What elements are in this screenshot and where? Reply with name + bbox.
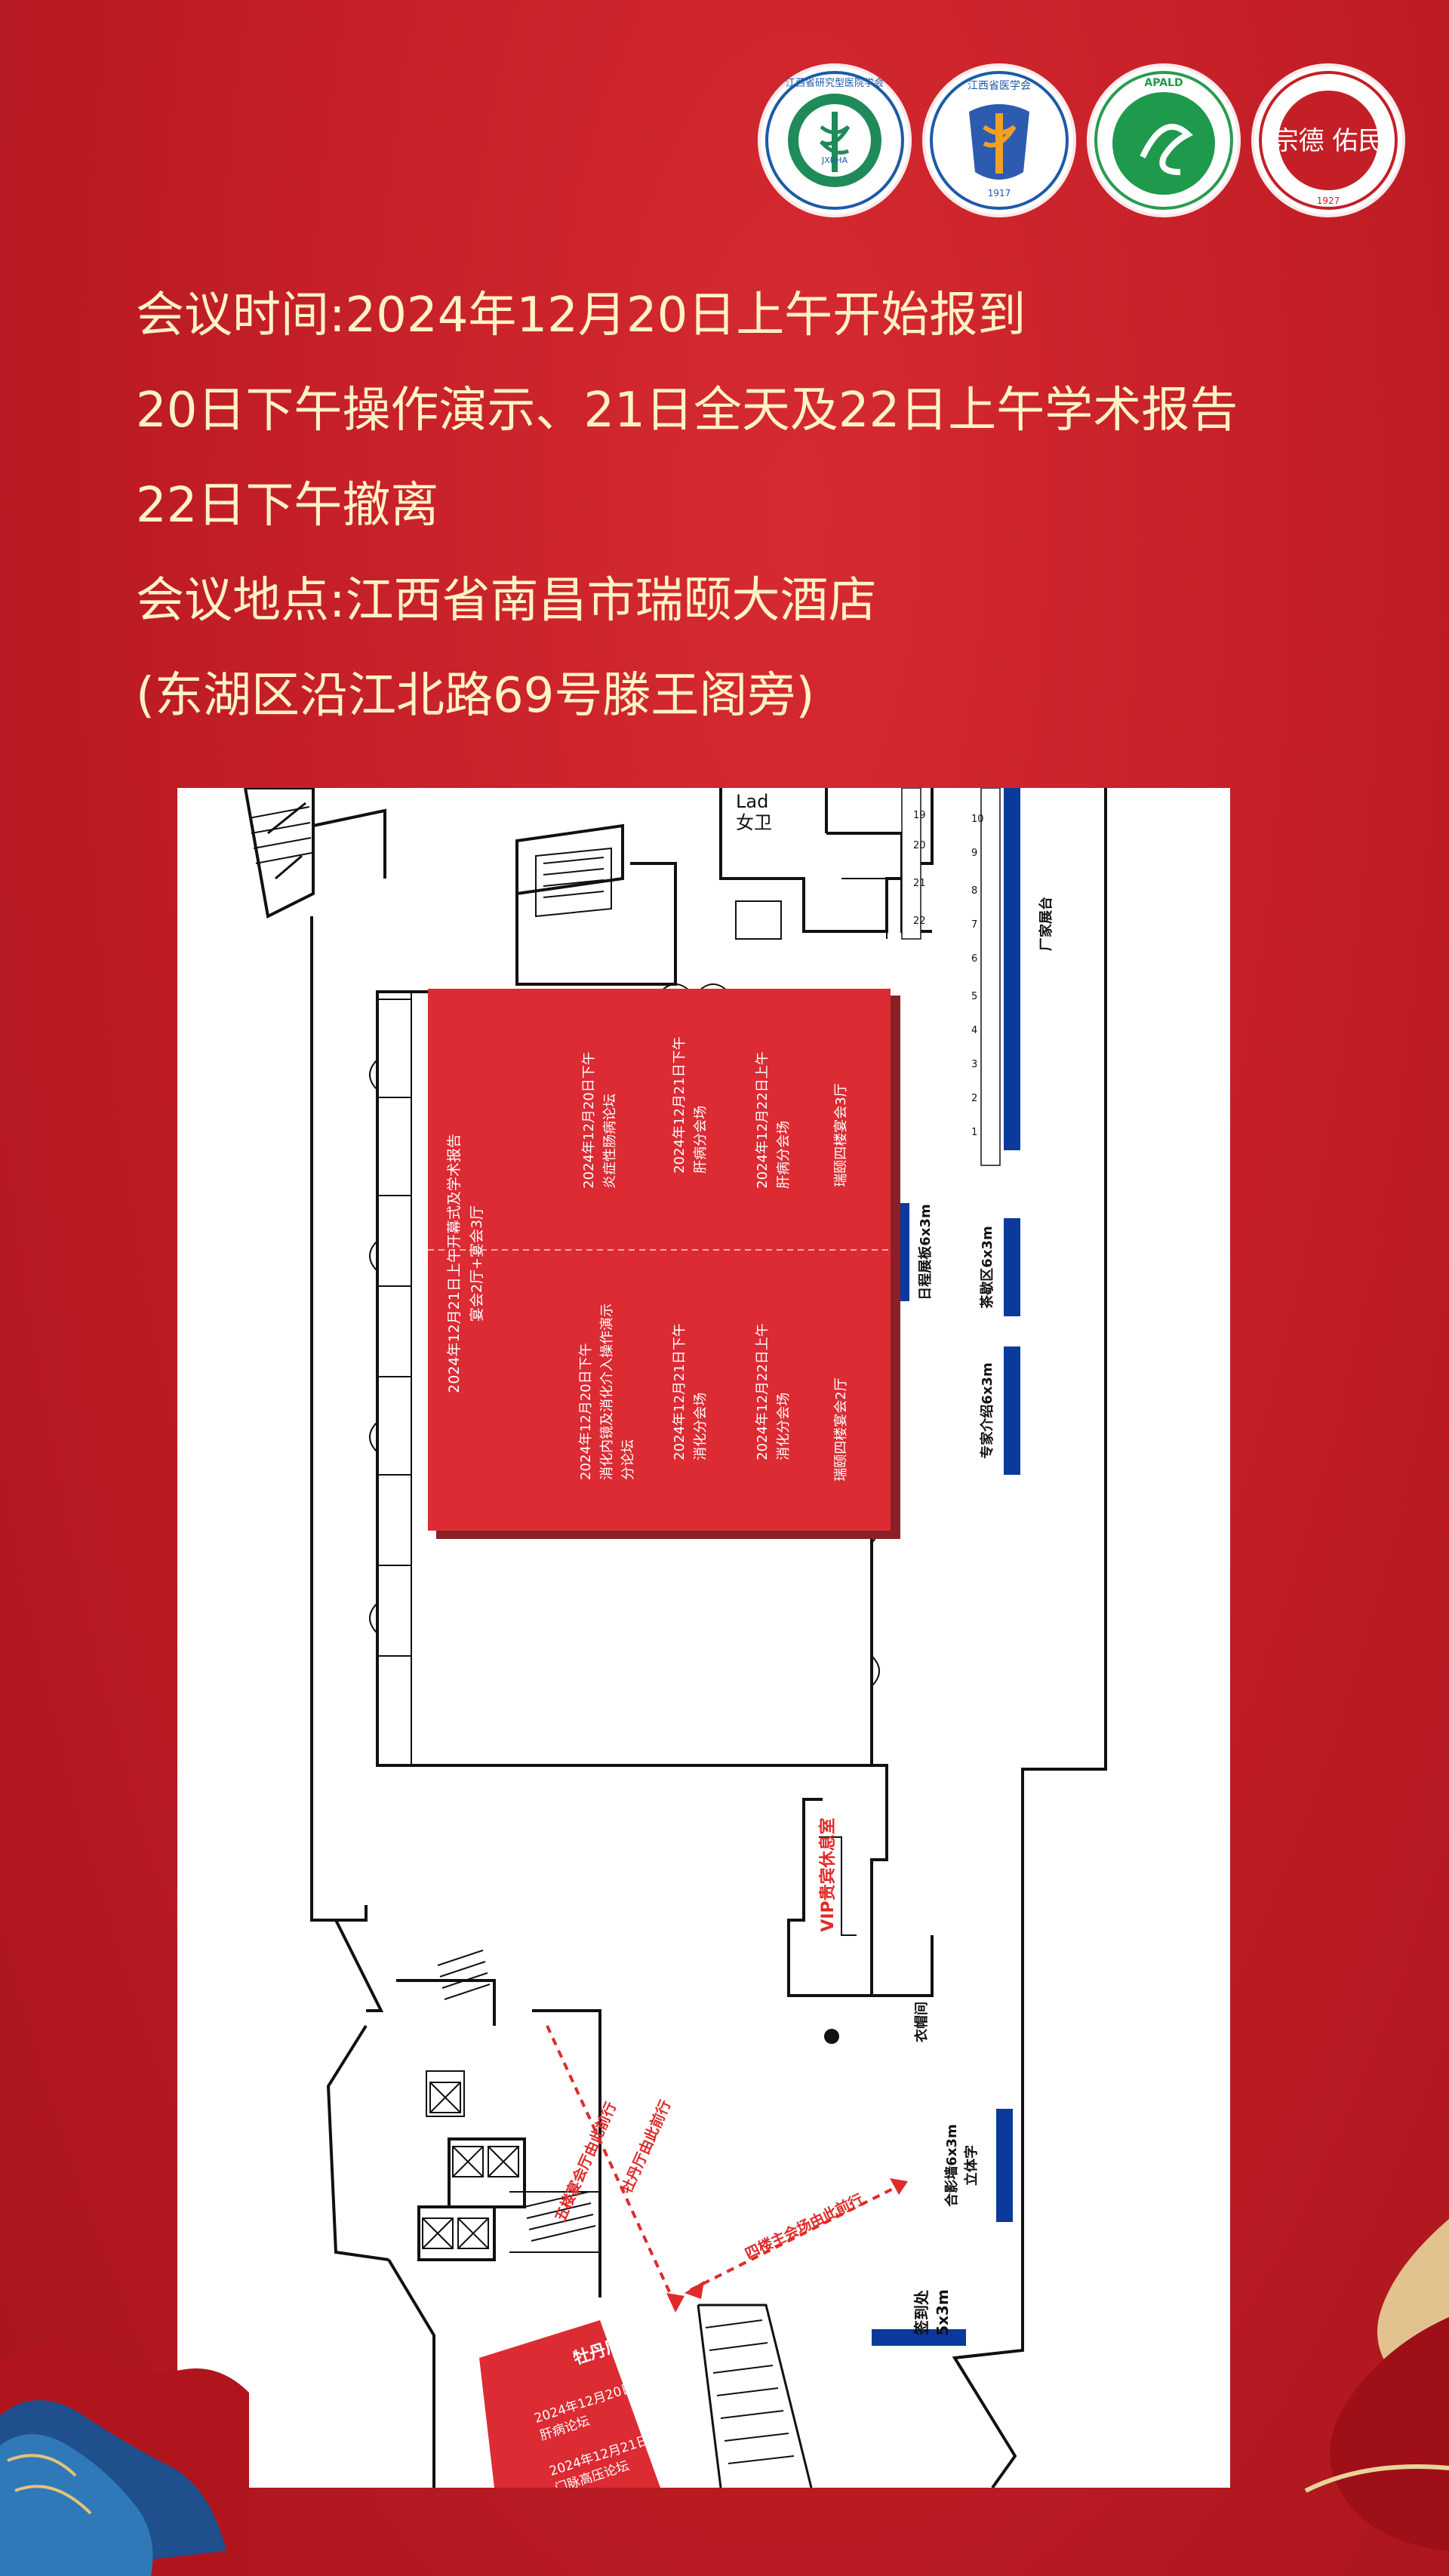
booth-number: 6 — [971, 953, 977, 965]
peony-hall — [479, 2320, 660, 2488]
hall-room-label: 瑞颐四楼宴会3厅 — [833, 1083, 849, 1187]
main-hall-opening-label: 2024年12月21日上午开幕式及学术报告 宴会2厅+宴会3厅 — [446, 1134, 485, 1393]
meeting-address: (东湖区沿江北路69号滕王阁旁) — [136, 668, 815, 724]
decorative-wave-right — [1304, 2219, 1449, 2551]
booth-number: 22 — [913, 916, 926, 927]
meeting-time: 会议时间:2024年12月20日上午开始报到 — [136, 288, 1026, 343]
route-arrow-main — [690, 2183, 903, 2291]
booth-number: 21 — [913, 878, 926, 889]
meeting-venue: 会议地点:江西省南昌市瑞颐大酒店 — [136, 573, 877, 629]
vendor-booth-label: 厂家展台 — [1038, 897, 1054, 951]
logo-text: 宗德 佑民 — [1273, 126, 1384, 156]
booth-number: 5 — [971, 991, 977, 1002]
floor-plan-svg: 19 20 21 22 1 2 3 4 5 6 7 8 9 10 — [244, 788, 1107, 2488]
hall-session-label: 2024年12月22日上午 肝病分会场 — [755, 1051, 792, 1189]
jiangxi-medical-association-logo: 江西省医学会 1917 — [925, 66, 1073, 214]
tea-break-strip — [1004, 1218, 1020, 1316]
logo-row: JXRHA 江西省研究型医院学会 江西省医学会 1917 APALD 宗德 佑民… — [761, 66, 1402, 214]
photo-wall-label: 合影墙6x3m 立体字 — [944, 2124, 980, 2207]
booth-number: 20 — [913, 840, 926, 851]
logo-year: 1927 — [1317, 195, 1340, 206]
signin-label: 签到处 5x3m — [912, 2289, 952, 2336]
vip-lounge-label: VIP贵宾休息室 — [819, 1817, 838, 1932]
booth-number: 7 — [971, 919, 977, 931]
jiangxi-research-hospital-association-logo: JXRHA 江西省研究型医院学会 — [761, 66, 909, 214]
meeting-info: 会议时间:2024年12月20日上午开始报到 20日下午操作演示、21日全天及2… — [136, 268, 1238, 743]
hall-room-label: 瑞颐四楼宴会2厅 — [833, 1377, 849, 1482]
hall-session-label: 2024年12月21日下午 肝病分会场 — [672, 1036, 709, 1174]
ladies-restroom-label: Lad 女卫 — [736, 791, 772, 833]
logo-year: 1917 — [988, 188, 1011, 199]
booth-number: 3 — [971, 1059, 977, 1070]
meeting-schedule: 20日下午操作演示、21日全天及22日上午学术报告 — [136, 383, 1238, 439]
hall-session-label: 2024年12月20日下午 炎症性肠病论坛 — [581, 1051, 618, 1189]
floor-map: 19 20 21 22 1 2 3 4 5 6 7 8 9 10 — [177, 788, 1230, 2488]
peony-hall-title: 牡丹厅 — [571, 2335, 625, 2369]
cloakroom-label: 衣帽间 — [914, 2002, 930, 2042]
decorative-wave-left — [0, 2345, 249, 2576]
route-arrow-peony — [546, 2025, 677, 2306]
expert-intro-label: 专家介绍6x3m — [980, 1362, 995, 1459]
hall-session-label: 2024年12月20日下午 消化内镜及消化介入操作演示 分论坛 — [578, 1303, 636, 1480]
booth-number: 10 — [971, 814, 984, 825]
apald-logo: APALD — [1090, 66, 1238, 214]
tea-break-label: 茶歇区6x3m — [980, 1226, 995, 1309]
booth-number: 9 — [971, 848, 977, 859]
hall-session-label: 2024年12月22日上午 消化分会场 — [755, 1323, 792, 1460]
booth-number: 19 — [913, 810, 926, 821]
booth-number: 1 — [971, 1127, 977, 1138]
booth-number: 4 — [971, 1025, 977, 1036]
schedule-board-label: 日程展板6x3m — [918, 1204, 934, 1300]
logo-abbr: JXRHA — [821, 155, 848, 165]
vendor-booth-strip — [1004, 788, 1020, 1150]
fifth-floor-direction-label: 五楼宴会厅由此前行 — [552, 2100, 620, 2225]
signin-desk — [872, 2329, 966, 2346]
expert-intro-strip — [1004, 1346, 1020, 1475]
logo-text: APALD — [1144, 77, 1183, 89]
meeting-departure: 22日下午撤离 — [136, 478, 439, 534]
logo-text: 江西省研究型医院学会 — [786, 77, 884, 89]
main-venue-direction-label: 四楼主会场由此前行 — [742, 2190, 866, 2263]
hall-session-label: 2024年12月21日下午 消化分会场 — [672, 1323, 709, 1460]
peony-direction-label: 牡丹厅由此前行 — [618, 2097, 675, 2196]
logo-text: 江西省医学会 — [968, 80, 1031, 92]
booth-number: 8 — [971, 885, 977, 897]
photo-wall-strip — [996, 2109, 1013, 2222]
hospital-logo: 宗德 佑民 1927 — [1254, 66, 1402, 214]
booth-number: 2 — [971, 1093, 977, 1104]
main-hall — [428, 989, 891, 1531]
